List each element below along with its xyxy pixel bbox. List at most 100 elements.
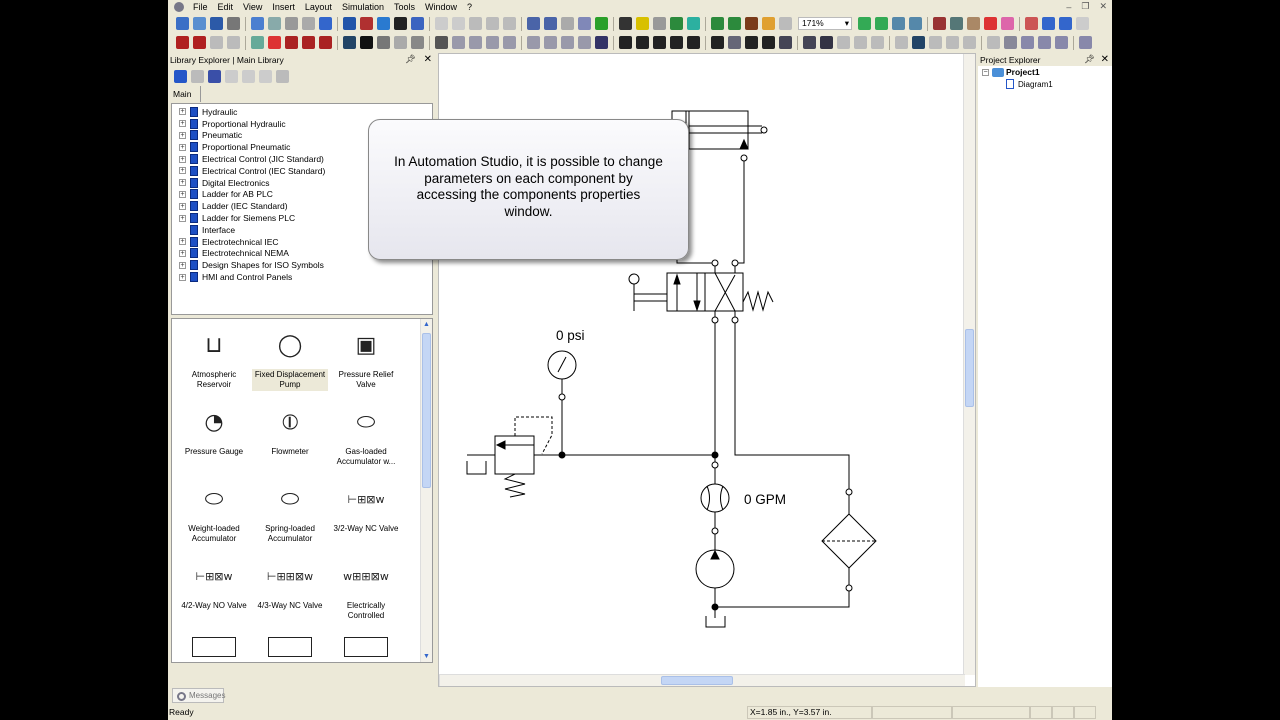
tree2-icon[interactable] xyxy=(687,17,700,30)
directional-valve-4-2[interactable] xyxy=(628,259,774,324)
tree-item[interactable]: +Ladder (IEC Standard) xyxy=(172,200,432,212)
zoom-select-icon[interactable] xyxy=(319,17,332,30)
menu-view[interactable]: View xyxy=(243,1,263,12)
scroll-up-icon[interactable]: ▲ xyxy=(423,321,430,328)
expand-icon[interactable]: + xyxy=(179,131,186,139)
tree-item[interactable]: +Pneumatic xyxy=(172,130,432,142)
tree-item[interactable]: +Proportional Pneumatic xyxy=(172,141,432,153)
tree-item[interactable]: +Electrical Control (IEC Standard) xyxy=(172,165,432,177)
group-icon[interactable] xyxy=(1055,36,1068,49)
grid-dots-icon[interactable] xyxy=(1076,17,1089,30)
palette-item[interactable]: ⊔Atmospheric Reservoir xyxy=(176,323,252,391)
tree1-icon[interactable] xyxy=(670,17,683,30)
tree-item[interactable]: +Ladder for AB PLC xyxy=(172,189,432,201)
align-left-icon[interactable] xyxy=(503,36,516,49)
draw4-icon[interactable] xyxy=(895,36,908,49)
zoom-find-icon[interactable] xyxy=(950,17,963,30)
menu-edit[interactable]: Edit xyxy=(217,1,234,12)
line-icon[interactable] xyxy=(619,36,632,49)
draw3-icon[interactable] xyxy=(871,36,884,49)
expand-icon[interactable]: + xyxy=(179,179,186,187)
battery-icon[interactable] xyxy=(268,36,281,49)
palette-scrollbar[interactable]: ▲ ▼ xyxy=(420,319,432,662)
expand-icon[interactable]: + xyxy=(179,120,186,128)
palette-item[interactable]: ▣Pressure Relief Valve xyxy=(328,323,404,391)
page2-icon[interactable] xyxy=(302,17,315,30)
palette-item[interactable]: ⬭Gas-loaded Accumulator w... xyxy=(328,400,404,468)
image-icon[interactable] xyxy=(728,36,741,49)
component-icon[interactable] xyxy=(377,17,390,30)
cylinder-symbol-icon[interactable] xyxy=(192,637,236,657)
close-button[interactable]: ✕ xyxy=(1099,1,1107,11)
paste-doc-icon[interactable] xyxy=(268,17,281,30)
node2-icon[interactable] xyxy=(803,36,816,49)
library-open-icon[interactable] xyxy=(208,69,221,83)
expand-icon[interactable]: + xyxy=(179,273,186,281)
palette-item[interactable]: ⬭Spring-loaded Accumulator xyxy=(252,477,328,545)
simulate-icon[interactable] xyxy=(343,17,356,30)
check-icon[interactable] xyxy=(578,17,591,30)
zoom-fit-icon[interactable] xyxy=(933,17,946,30)
tree-item[interactable]: +Electrotechnical NEMA xyxy=(172,248,432,260)
filter-icon[interactable] xyxy=(636,17,649,30)
line-thick-icon[interactable] xyxy=(360,36,373,49)
expand-icon[interactable]: + xyxy=(179,238,186,246)
font-large-icon[interactable] xyxy=(435,36,448,49)
expand-icon[interactable]: + xyxy=(179,214,186,222)
expand-icon[interactable]: + xyxy=(179,202,186,210)
tree-item[interactable]: +Proportional Hydraulic xyxy=(172,118,432,130)
minimize-button[interactable]: – xyxy=(1066,1,1072,12)
rotate-icon[interactable] xyxy=(912,36,925,49)
link-point-icon[interactable] xyxy=(1025,17,1038,30)
undo-icon[interactable] xyxy=(527,17,540,30)
text-icon[interactable] xyxy=(711,36,724,49)
zoom-page-icon[interactable] xyxy=(909,17,922,30)
snap-icon[interactable] xyxy=(984,17,997,30)
record-step-icon[interactable] xyxy=(193,36,206,49)
diagram-canvas[interactable] xyxy=(438,53,976,687)
menu-window[interactable]: Window xyxy=(424,1,457,12)
eye-icon[interactable] xyxy=(394,36,407,49)
flip2-icon[interactable] xyxy=(946,36,959,49)
pin-icon[interactable]: 📌︎ xyxy=(1083,54,1095,64)
chevron-down-icon[interactable]: ▾ xyxy=(844,18,849,28)
expand-icon[interactable]: + xyxy=(179,143,186,151)
align-right-icon[interactable] xyxy=(544,36,557,49)
flip3-icon[interactable] xyxy=(963,36,976,49)
zoom-out-icon[interactable] xyxy=(875,17,888,30)
flowmeter[interactable] xyxy=(700,461,730,535)
note-icon[interactable] xyxy=(762,17,775,30)
restore-button[interactable]: ❐ xyxy=(1081,1,1090,11)
copy-doc-icon[interactable] xyxy=(251,17,264,30)
library-edit-icon[interactable] xyxy=(191,69,204,83)
number-icon[interactable] xyxy=(762,36,775,49)
properties-icon[interactable] xyxy=(561,17,574,30)
arc-icon[interactable] xyxy=(670,36,683,49)
library-add-icon[interactable] xyxy=(242,69,255,83)
forward-icon[interactable] xyxy=(452,17,465,30)
cylinder-symbol-icon[interactable] xyxy=(268,637,312,657)
fixed-displacement-pump[interactable] xyxy=(695,534,735,628)
tree-item[interactable]: +HMI and Control Panels xyxy=(172,271,432,283)
draw1-icon[interactable] xyxy=(837,36,850,49)
expand-icon[interactable]: + xyxy=(179,261,186,269)
menu-simulation[interactable]: Simulation xyxy=(341,1,384,12)
cut-icon[interactable] xyxy=(469,17,482,30)
pause-icon[interactable] xyxy=(619,17,632,30)
close-panel-icon[interactable]: ✕ xyxy=(1100,54,1109,65)
probe-icon[interactable] xyxy=(285,36,298,49)
plot-icon[interactable] xyxy=(745,17,758,30)
app-icon[interactable] xyxy=(174,1,184,12)
close-panel-icon[interactable]: ✕ xyxy=(423,54,432,65)
print-icon[interactable] xyxy=(227,17,240,30)
pan-hand-icon[interactable] xyxy=(967,17,980,30)
zoom-in-icon[interactable] xyxy=(858,17,871,30)
menu-file[interactable]: File xyxy=(193,1,208,12)
canvas-hscrollbar[interactable] xyxy=(439,674,965,686)
back-icon[interactable] xyxy=(435,17,448,30)
flip4-icon[interactable] xyxy=(987,36,1000,49)
expand-icon[interactable]: + xyxy=(179,190,186,198)
tree-item-diagram[interactable]: Diagram1 xyxy=(978,78,1112,90)
